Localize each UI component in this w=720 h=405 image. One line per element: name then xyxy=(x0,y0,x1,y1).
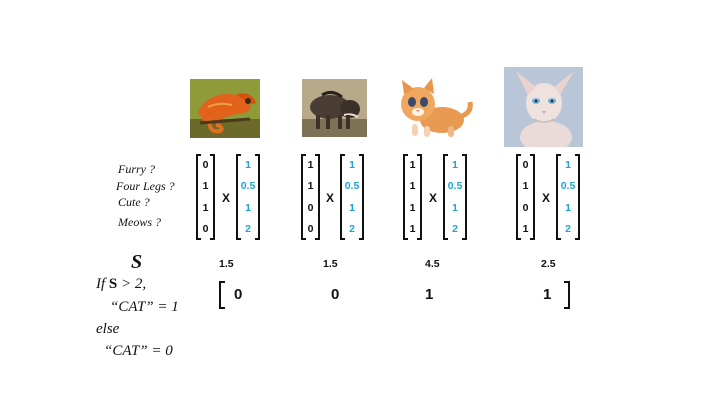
weight-vector: 1 0.5 1 2 xyxy=(340,154,364,240)
vector-cell: 1 xyxy=(409,180,416,192)
vector-cell: 1 xyxy=(307,159,314,171)
result-bracket-right xyxy=(564,281,570,309)
vector-cell: 1 xyxy=(409,202,416,214)
feature-label-four-legs: Four Legs ? xyxy=(116,179,175,193)
vector-cell: 0 xyxy=(522,159,529,171)
weight-cell: 0.5 xyxy=(344,180,360,192)
result-kitten: 1 xyxy=(425,286,434,303)
score-chameleon: 1.5 xyxy=(219,258,234,270)
feature-label-meows: Meows ? xyxy=(118,215,161,229)
kitten-photo xyxy=(390,72,475,142)
multiply-symbol: X xyxy=(326,191,335,205)
multiply-symbol: X xyxy=(429,191,438,205)
feature-label-cute: Cute ? xyxy=(118,195,150,209)
weight-cell: 0.5 xyxy=(560,180,576,192)
result-chameleon: 0 xyxy=(234,286,243,303)
weight-cell: 1 xyxy=(452,202,458,214)
weight-cell: 1 xyxy=(349,159,355,171)
rule-else: else xyxy=(96,321,120,337)
weight-cell: 2 xyxy=(245,223,251,235)
result-warthog: 0 xyxy=(331,286,340,303)
weight-cell: 1 xyxy=(245,159,251,171)
vector-cell: 1 xyxy=(409,223,416,235)
vector-cell: 1 xyxy=(522,180,529,192)
feature-vector-chameleon: 0 1 1 0 xyxy=(196,154,215,240)
score-warthog: 1.5 xyxy=(323,258,338,270)
weight-vector: 1 0.5 1 2 xyxy=(236,154,260,240)
warthog-photo xyxy=(302,79,367,137)
feature-vector-sphynx: 0 1 0 1 xyxy=(516,154,535,240)
rule-then: “CAT” = 1 xyxy=(110,299,179,315)
feature-label-furry: Furry ? xyxy=(118,162,155,176)
multiply-symbol: X xyxy=(542,191,551,205)
weight-cell: 2 xyxy=(349,223,355,235)
weight-cell: 1 xyxy=(245,202,251,214)
vector-cell: 0 xyxy=(522,202,529,214)
sphynx-cat-photo xyxy=(504,67,583,147)
weight-cell: 0.5 xyxy=(240,180,256,192)
weight-cell: 0.5 xyxy=(447,180,463,192)
vector-cell: 1 xyxy=(307,180,314,192)
vector-cell: 1 xyxy=(202,202,209,214)
score-kitten: 4.5 xyxy=(425,258,440,270)
chameleon-photo xyxy=(190,79,260,138)
weight-cell: 1 xyxy=(349,202,355,214)
weight-cell: 1 xyxy=(565,202,571,214)
vector-cell: 1 xyxy=(202,180,209,192)
score-label: S xyxy=(131,251,143,273)
vector-cell: 0 xyxy=(307,223,314,235)
weight-cell: 1 xyxy=(565,159,571,171)
score-sphynx: 2.5 xyxy=(541,258,556,270)
rule-var: S xyxy=(108,276,118,292)
result-bracket-left xyxy=(219,281,225,309)
rule-else-result: “CAT” = 0 xyxy=(104,343,173,359)
vector-cell: 0 xyxy=(307,202,314,214)
multiply-symbol: X xyxy=(222,191,231,205)
result-sphynx: 1 xyxy=(543,286,552,303)
rule-compare: > 2, xyxy=(121,276,147,292)
feature-vector-warthog: 1 1 0 0 xyxy=(301,154,320,240)
weight-cell: 1 xyxy=(452,159,458,171)
weight-vector: 1 0.5 1 2 xyxy=(443,154,467,240)
vector-cell: 1 xyxy=(409,159,416,171)
feature-vector-kitten: 1 1 1 1 xyxy=(403,154,422,240)
weight-cell: 2 xyxy=(565,223,571,235)
vector-cell: 0 xyxy=(202,159,209,171)
rule-if: If xyxy=(96,276,106,292)
vector-cell: 0 xyxy=(202,223,209,235)
weight-vector: 1 0.5 1 2 xyxy=(556,154,580,240)
rule-condition: If S > 2, xyxy=(96,276,146,293)
vector-cell: 1 xyxy=(522,223,529,235)
weight-cell: 2 xyxy=(452,223,458,235)
